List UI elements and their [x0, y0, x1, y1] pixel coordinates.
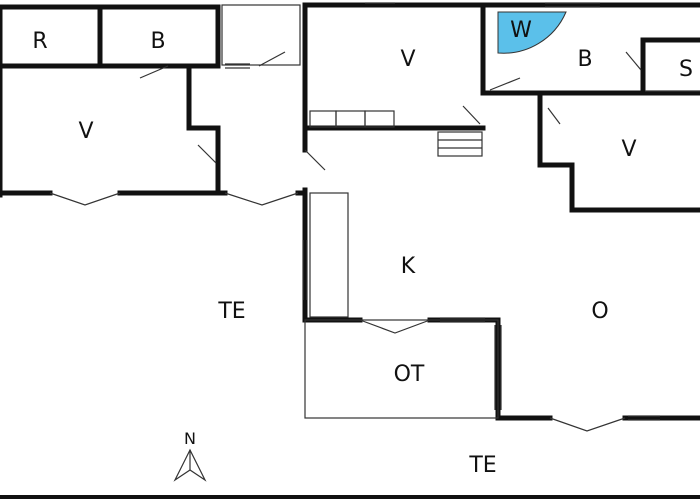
room-label-ot: OT: [394, 362, 425, 387]
shower-fixture: [497, 11, 567, 54]
compass: N: [173, 429, 207, 482]
room-label-v-right: V: [621, 137, 636, 162]
room-label-v-left: V: [78, 119, 93, 144]
room-label-s: S: [679, 57, 693, 82]
room-label-te-bottom: TE: [468, 453, 496, 478]
room-label-te-left: TE: [217, 299, 245, 324]
room-label-b-right: B: [577, 47, 592, 72]
room-label-v-center: V: [400, 47, 415, 72]
compass-label: N: [184, 429, 196, 448]
room-label-o: O: [591, 299, 608, 324]
north-arrow-icon: [173, 448, 207, 482]
room-label-k: K: [401, 254, 416, 279]
room-label-b-left: B: [150, 29, 165, 54]
room-label-r: R: [32, 29, 47, 54]
thin-lines: [49, 2, 700, 432]
room-label-w: W: [510, 18, 532, 43]
